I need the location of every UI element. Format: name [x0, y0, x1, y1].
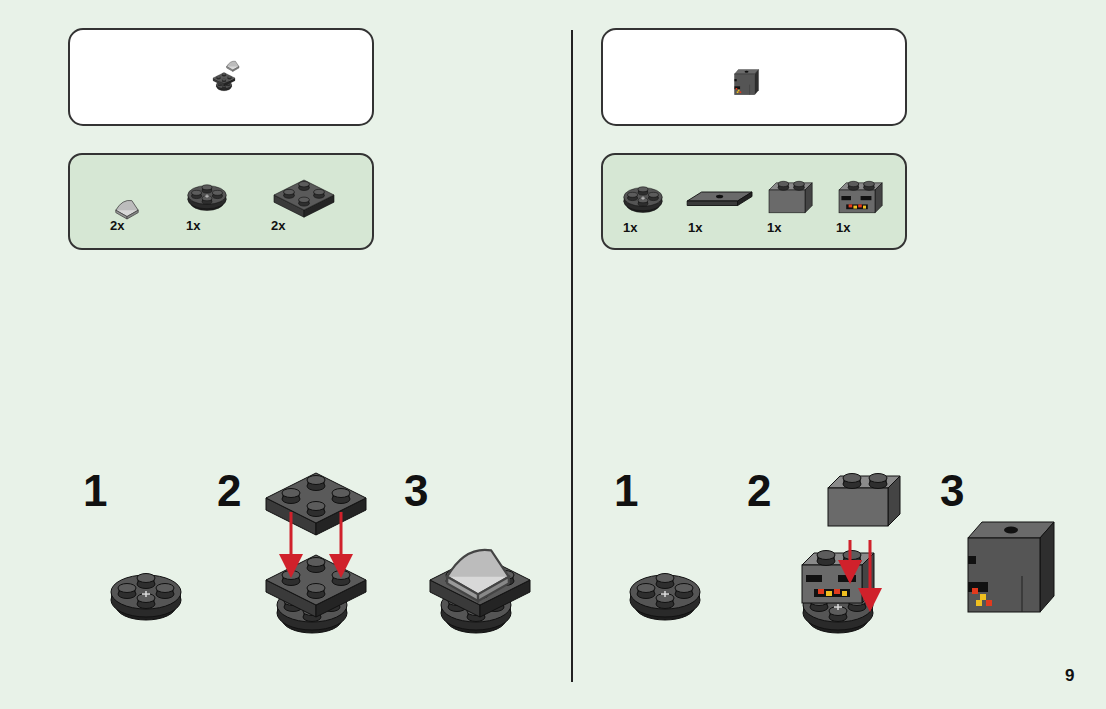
part-quantity: 1x: [688, 221, 702, 234]
parts-icons: [603, 155, 905, 247]
step-number: 3: [940, 469, 964, 513]
part-quantity: 1x: [767, 221, 781, 234]
step-number: 1: [83, 469, 107, 513]
parts-icons: [70, 155, 372, 247]
part-quantity: 1x: [186, 219, 200, 232]
step-number: 3: [404, 469, 428, 513]
parts-box: 1x 1x 1x 1x: [601, 153, 907, 250]
step-number: 2: [217, 469, 241, 513]
part-quantity: 2x: [271, 219, 285, 232]
part-quantity: 1x: [836, 221, 850, 234]
part-quantity: 2x: [110, 219, 124, 232]
parts-box: 2x 1x 2x: [68, 153, 374, 250]
page-number: 9: [1065, 667, 1074, 684]
step-number: 1: [614, 469, 638, 513]
step-number: 2: [747, 469, 771, 513]
part-quantity: 1x: [623, 221, 637, 234]
